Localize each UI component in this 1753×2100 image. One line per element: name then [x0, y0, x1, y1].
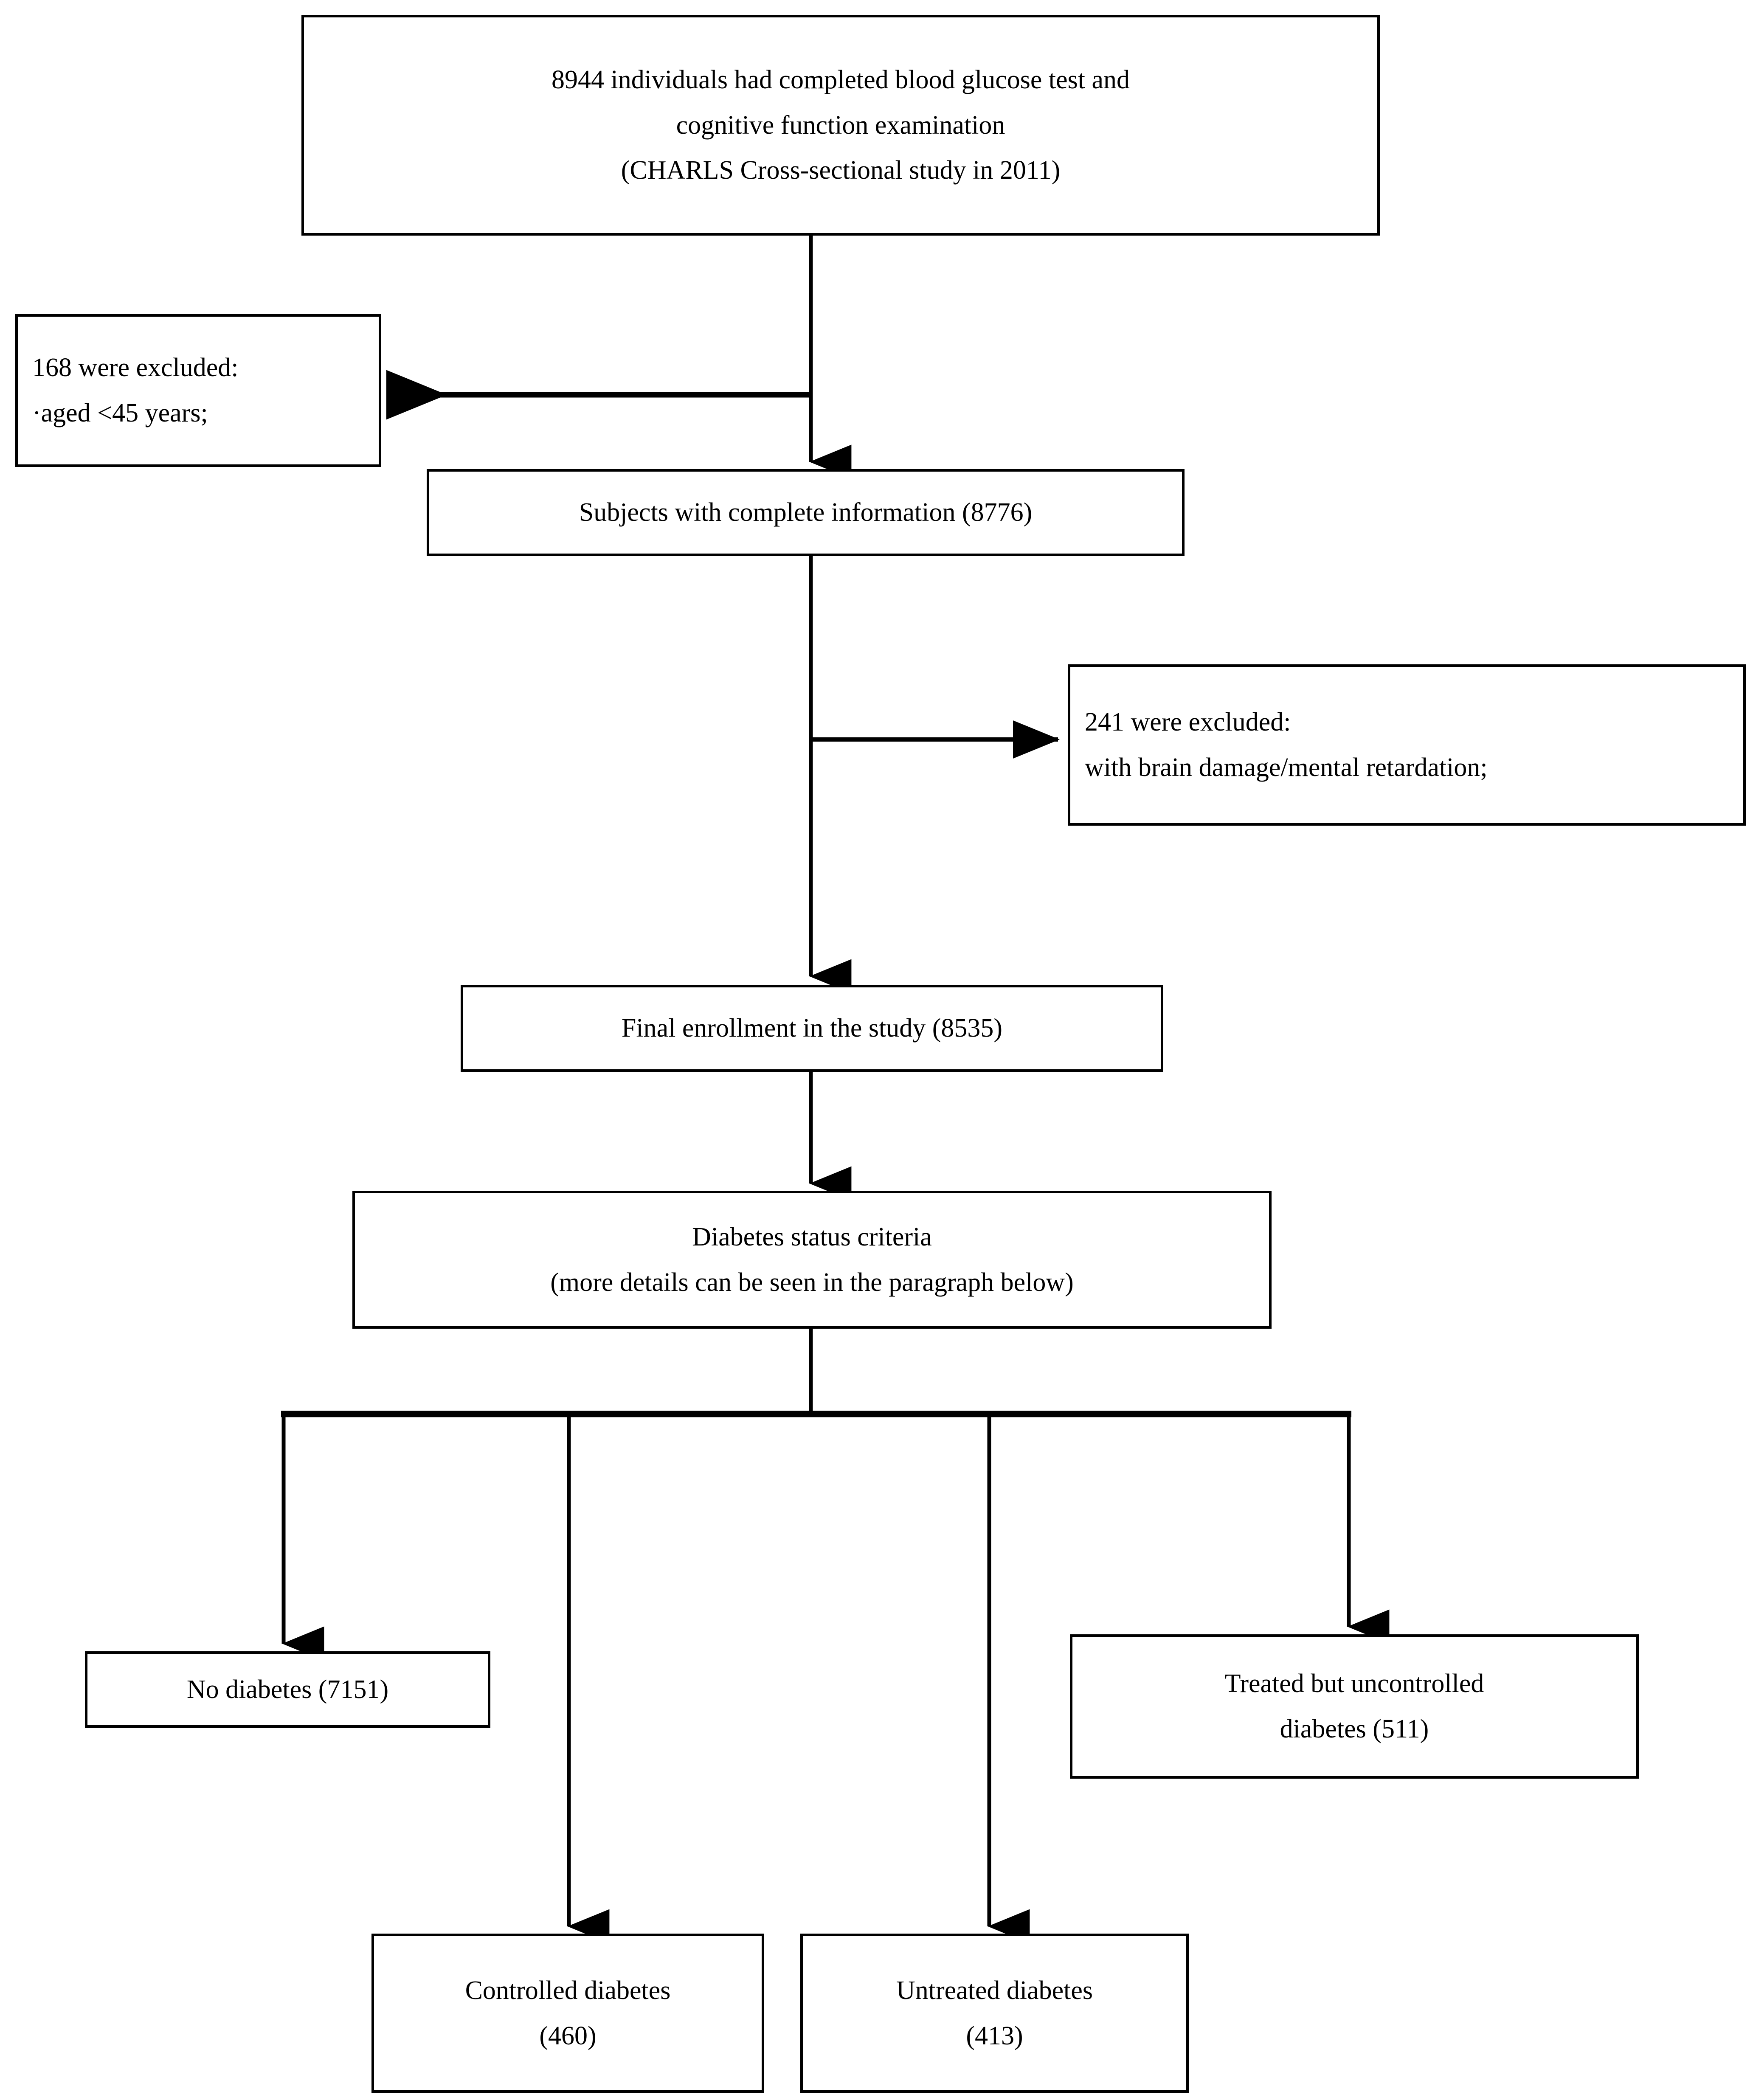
criteria-line-1: Diabetes status criteria: [692, 1222, 932, 1251]
no-diabetes-box: No diabetes (7151): [85, 1651, 490, 1728]
edge-criteria-bus: [281, 1329, 1351, 1417]
screened-line-2: cognitive function examination: [676, 110, 1005, 140]
diabetes-status-criteria-box: Diabetes status criteria (more details c…: [352, 1191, 1272, 1329]
untreated-diabetes-box: Untreated diabetes (413): [800, 1934, 1189, 2093]
screened-population-box: 8944 individuals had completed blood glu…: [301, 15, 1380, 236]
no-diabetes-line-1: No diabetes (7151): [186, 1675, 389, 1704]
excluded-age-line-2: ·aged <45 years;: [32, 399, 208, 427]
excluded-brain-line-1: 241 were excluded:: [1085, 708, 1291, 737]
complete-information-line-1: Subjects with complete information (8776…: [579, 498, 1033, 527]
controlled-diabetes-box: Controlled diabetes (460): [371, 1934, 764, 2093]
excluded-brain-damage-box: 241 were excluded: with brain damage/men…: [1068, 664, 1746, 826]
final-enrollment-box: Final enrollment in the study (8535): [461, 985, 1163, 1072]
treated-uncontrolled-diabetes-box: Treated but uncontrolled diabetes (511): [1070, 1634, 1639, 1779]
untreated-line-2: (413): [966, 2021, 1023, 2050]
screened-line-3: (CHARLS Cross-sectional study in 2011): [621, 156, 1061, 185]
final-enrollment-line-1: Final enrollment in the study (8535): [621, 1014, 1003, 1043]
excluded-age-line-1: 168 were excluded:: [32, 353, 239, 382]
treated-uncontrolled-line-1: Treated but uncontrolled: [1224, 1669, 1484, 1698]
untreated-line-1: Untreated diabetes: [896, 1976, 1093, 2005]
criteria-line-2: (more details can be seen in the paragra…: [550, 1268, 1074, 1297]
screened-line-1: 8944 individuals had completed blood glu…: [551, 65, 1130, 95]
complete-information-box: Subjects with complete information (8776…: [427, 469, 1185, 556]
excluded-brain-line-2: with brain damage/mental retardation;: [1085, 753, 1488, 782]
excluded-age-box: 168 were excluded: ·aged <45 years;: [15, 314, 381, 467]
controlled-line-1: Controlled diabetes: [465, 1976, 671, 2005]
controlled-line-2: (460): [539, 2021, 597, 2050]
treated-uncontrolled-line-2: diabetes (511): [1280, 1715, 1429, 1743]
